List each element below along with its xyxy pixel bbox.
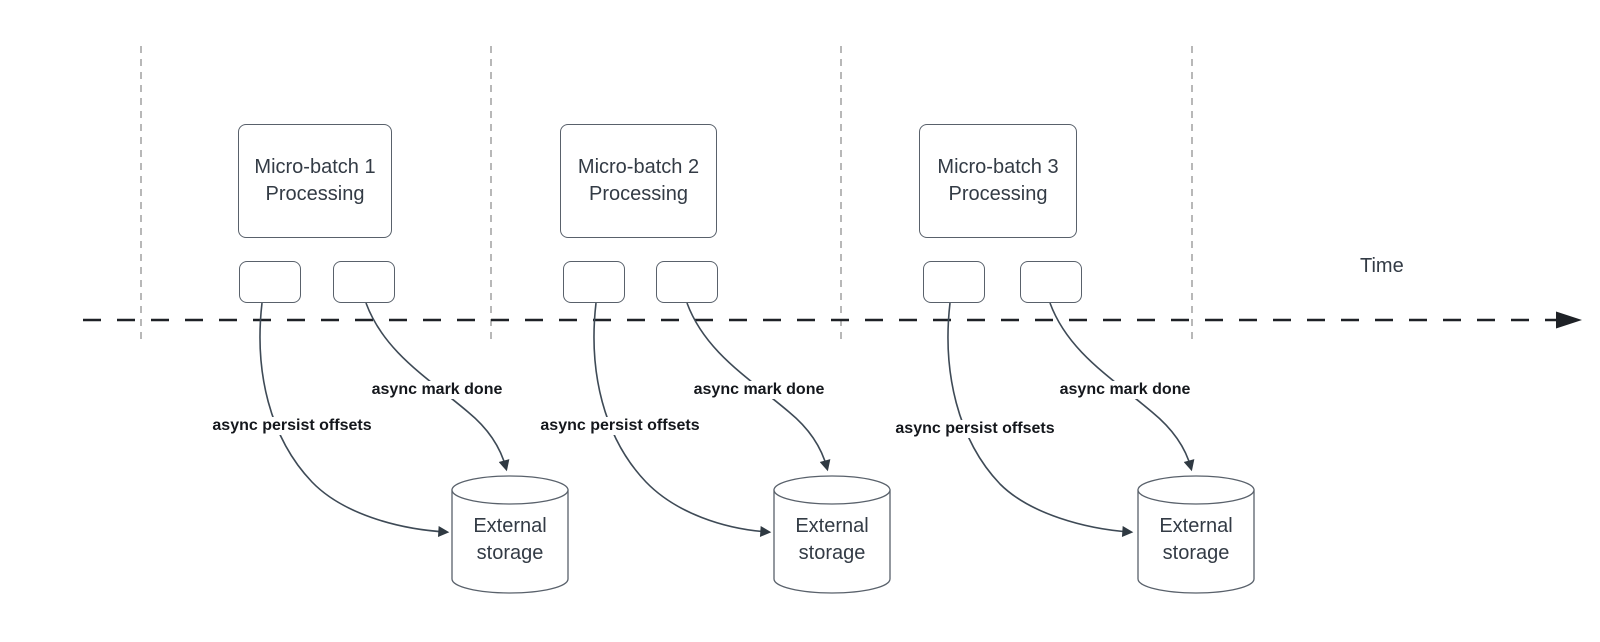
- external-storage-cylinder-1: [451, 475, 569, 594]
- micro-batch-2-title: Micro-batch 2: [577, 156, 700, 178]
- mark-done-label-1: async mark done: [368, 381, 506, 399]
- storage-label-1-line1: External: [473, 515, 547, 537]
- mark-done-label-2: async mark done: [690, 381, 828, 399]
- done-task-box-1: [333, 261, 395, 303]
- storage-label-3-line1: External: [1159, 515, 1233, 537]
- persist-offsets-label-2: async persist offsets: [537, 417, 703, 435]
- done-task-box-3: [1020, 261, 1082, 303]
- micro-batch-1-box: Micro-batch 1 Processing: [238, 124, 392, 238]
- external-storage-label-1: External storage: [473, 513, 546, 567]
- micro-batch-2-box: Micro-batch 2 Processing: [560, 124, 717, 238]
- mark-done-label-3: async mark done: [1056, 381, 1194, 399]
- external-storage-cylinder-2: [773, 475, 891, 594]
- micro-batch-3-title: Micro-batch 3: [937, 156, 1059, 178]
- micro-batch-1-title: Micro-batch 1: [254, 156, 376, 178]
- storage-label-2-line2: storage: [798, 542, 866, 564]
- mark-done-arrow-3: [1049, 302, 1195, 472]
- external-storage-cylinder-3: [1137, 475, 1255, 594]
- time-axis-label: Time: [1360, 255, 1404, 277]
- interval-separator-lines: [140, 46, 1193, 340]
- time-axis-arrowhead: [1556, 311, 1582, 329]
- offset-task-box-1: [239, 261, 301, 303]
- micro-batch-2-subtitle: Processing: [589, 183, 688, 205]
- micro-batch-3-box: Micro-batch 3 Processing: [919, 124, 1077, 238]
- offset-task-box-3: [923, 261, 985, 303]
- mark-done-arrow-1: [365, 302, 510, 472]
- external-storage-label-2: External storage: [795, 513, 868, 567]
- external-storage-label-3: External storage: [1159, 513, 1232, 567]
- storage-label-1-line2: storage: [476, 542, 544, 564]
- storage-label-2-line1: External: [795, 515, 869, 537]
- persist-offsets-label-1: async persist offsets: [209, 417, 375, 435]
- persist-offsets-label-3: async persist offsets: [892, 420, 1058, 438]
- persist-offsets-arrow-3: [947, 302, 1134, 537]
- micro-batch-1-subtitle: Processing: [265, 183, 365, 205]
- persist-offsets-arrow-1: [259, 302, 450, 538]
- persist-offsets-arrow-2: [593, 302, 772, 537]
- offset-task-box-2: [563, 261, 625, 303]
- done-task-box-2: [656, 261, 718, 303]
- mark-done-arrow-2: [686, 302, 831, 472]
- micro-batch-3-subtitle: Processing: [948, 183, 1048, 205]
- storage-label-3-line2: storage: [1162, 542, 1230, 564]
